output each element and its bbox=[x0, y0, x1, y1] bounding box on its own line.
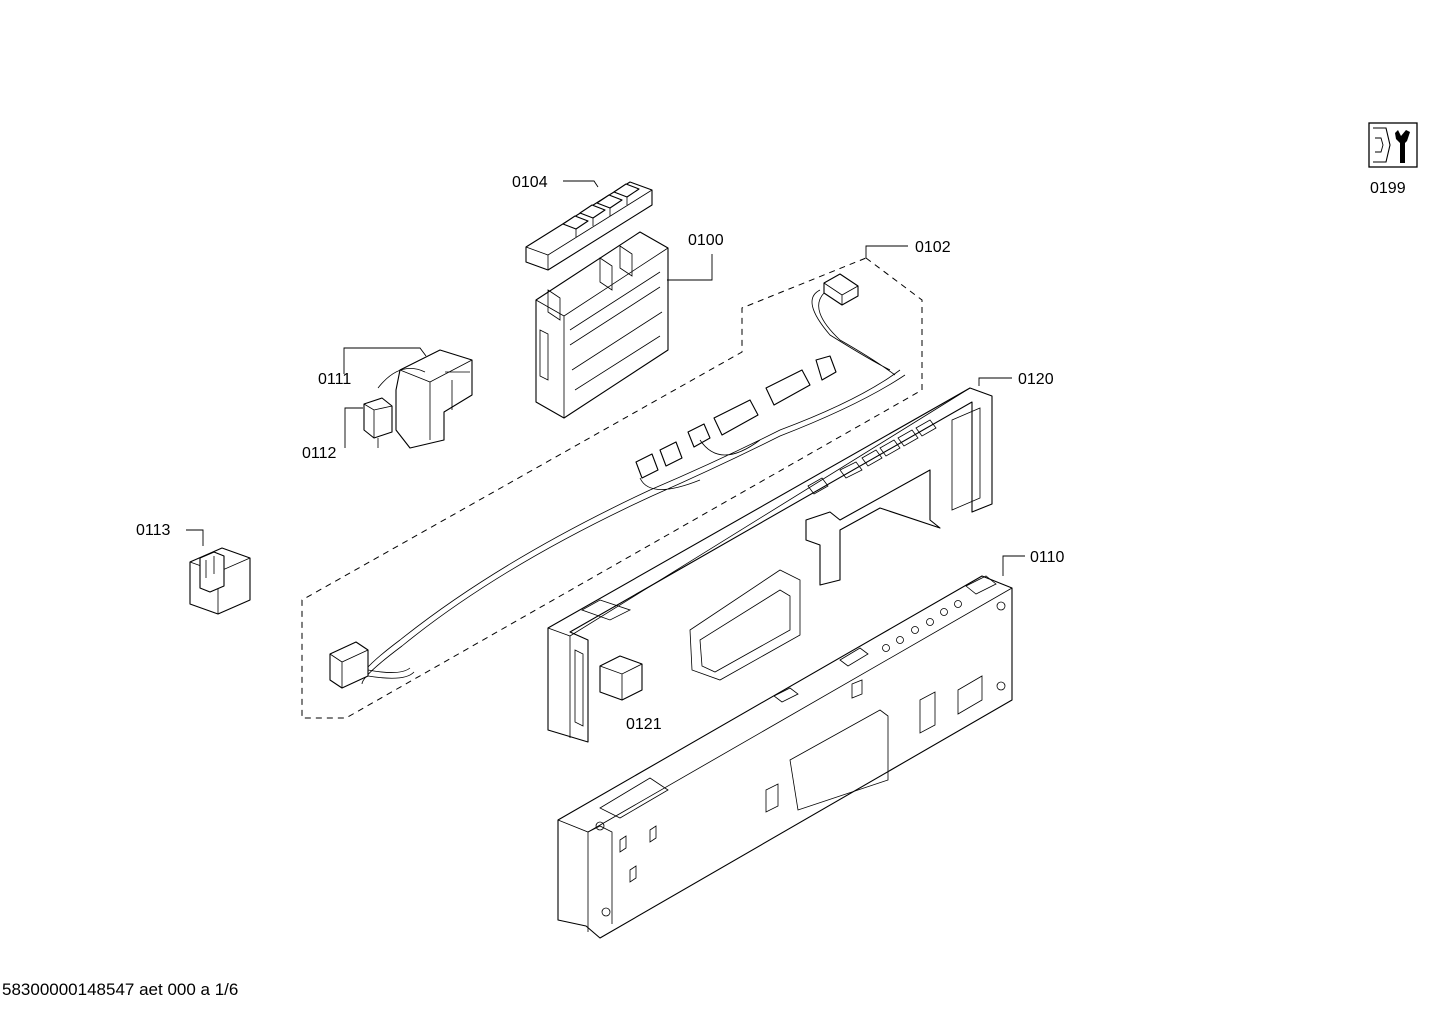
part-0112-switch bbox=[363, 397, 393, 448]
label-0100: 0100 bbox=[688, 232, 724, 249]
part-0113-relay bbox=[189, 547, 251, 615]
part-0100-control-module bbox=[535, 231, 669, 419]
label-0121: 0121 bbox=[626, 716, 662, 733]
label-0120: 0120 bbox=[1018, 371, 1054, 388]
label-0104: 0104 bbox=[512, 174, 548, 191]
label-0110: 0110 bbox=[1030, 549, 1065, 566]
part-0102-wiring-harness bbox=[301, 257, 923, 719]
part-0104-key-strip bbox=[525, 181, 653, 271]
label-0102: 0102 bbox=[915, 239, 951, 256]
drawing-code-footer: 58300000148547 aet 000 a 1/6 bbox=[2, 980, 239, 999]
label-0111: 0111 bbox=[318, 371, 351, 388]
label-0113: 0113 bbox=[136, 522, 171, 539]
label-0112: 0112 bbox=[302, 445, 337, 462]
label-0199: 0199 bbox=[1370, 180, 1406, 197]
wrench-service-icon bbox=[1368, 122, 1418, 168]
part-0110-panel-housing bbox=[557, 575, 1013, 939]
part-0120-fascia bbox=[547, 387, 993, 743]
part-0121-block bbox=[599, 655, 643, 701]
part-0111-actuator bbox=[377, 349, 473, 449]
